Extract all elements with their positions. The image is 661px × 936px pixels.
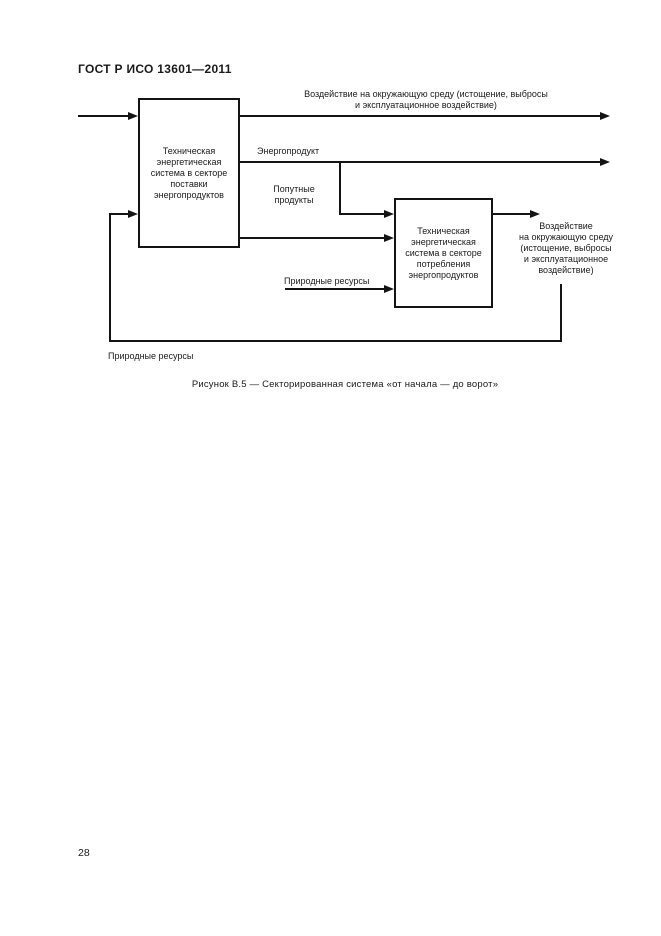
supply-sector-box-label: Техническая энергетическая система в сек…	[150, 145, 228, 200]
impact-right-label-line3: (истощение, выбросы	[520, 243, 612, 253]
supply-input-arrow-line	[78, 115, 130, 117]
energy-product-label: Энергопродукт	[257, 146, 320, 156]
byproduct-branch-vertical-line	[339, 162, 341, 215]
supply-to-consumption-arrowhead-icon	[384, 234, 394, 242]
consumption-output-arrowhead-icon	[530, 210, 540, 218]
impact-top-arrow-line	[240, 115, 600, 117]
feedback-into-supply-arrow-line	[109, 213, 130, 215]
natural-resources-right-arrow-line	[285, 288, 384, 290]
impact-right-label-line5: воздействие)	[538, 265, 594, 275]
impact-top-label-line1: Воздействие на окружающую среду (истощен…	[304, 89, 548, 99]
feedback-bottom-line	[109, 340, 562, 342]
supply-sector-box: Техническая энергетическая система в сек…	[138, 98, 240, 248]
natural-resources-right-label: Природные ресурсы	[284, 276, 370, 286]
page-number: 28	[78, 847, 90, 859]
byproducts-label: Попутные продукты	[273, 184, 315, 205]
byproduct-branch-horizontal-line	[339, 213, 384, 215]
feedback-left-vertical-line	[109, 213, 111, 342]
energy-product-arrowhead-icon	[600, 158, 610, 166]
natural-resources-bottom-label: Природные ресурсы	[108, 351, 194, 361]
natural-resources-right-arrowhead-icon	[384, 285, 394, 293]
supply-input-arrowhead-icon	[128, 112, 138, 120]
feedback-into-supply-arrowhead-icon	[128, 210, 138, 218]
supply-to-consumption-arrow-line	[240, 237, 384, 239]
impact-right-label-line4: и эксплуатационное	[523, 254, 609, 264]
page-header: ГОСТ Р ИСО 13601—2011	[78, 62, 232, 76]
consumption-sector-box-label: Техническая энергетическая система в сек…	[405, 225, 482, 280]
impact-top-label-line2: и эксплуатационное воздействие)	[355, 100, 497, 110]
energy-product-arrow-line	[240, 161, 600, 163]
impact-top-arrowhead-icon	[600, 112, 610, 120]
impact-right-label: Воздействие на окружающую среду (истощен…	[504, 221, 628, 276]
feedback-right-vertical-line	[560, 284, 562, 342]
impact-top-label: Воздействие на окружающую среду (истощен…	[250, 89, 602, 111]
byproduct-branch-arrowhead-icon	[384, 210, 394, 218]
consumption-output-arrow-line	[493, 213, 530, 215]
consumption-sector-box: Техническая энергетическая система в сек…	[394, 198, 493, 308]
impact-right-label-line1: Воздействие	[539, 221, 593, 231]
impact-right-label-line2: на окружающую среду	[518, 232, 614, 242]
figure-caption: Рисунок В.5 — Секторированная система «о…	[191, 379, 499, 390]
